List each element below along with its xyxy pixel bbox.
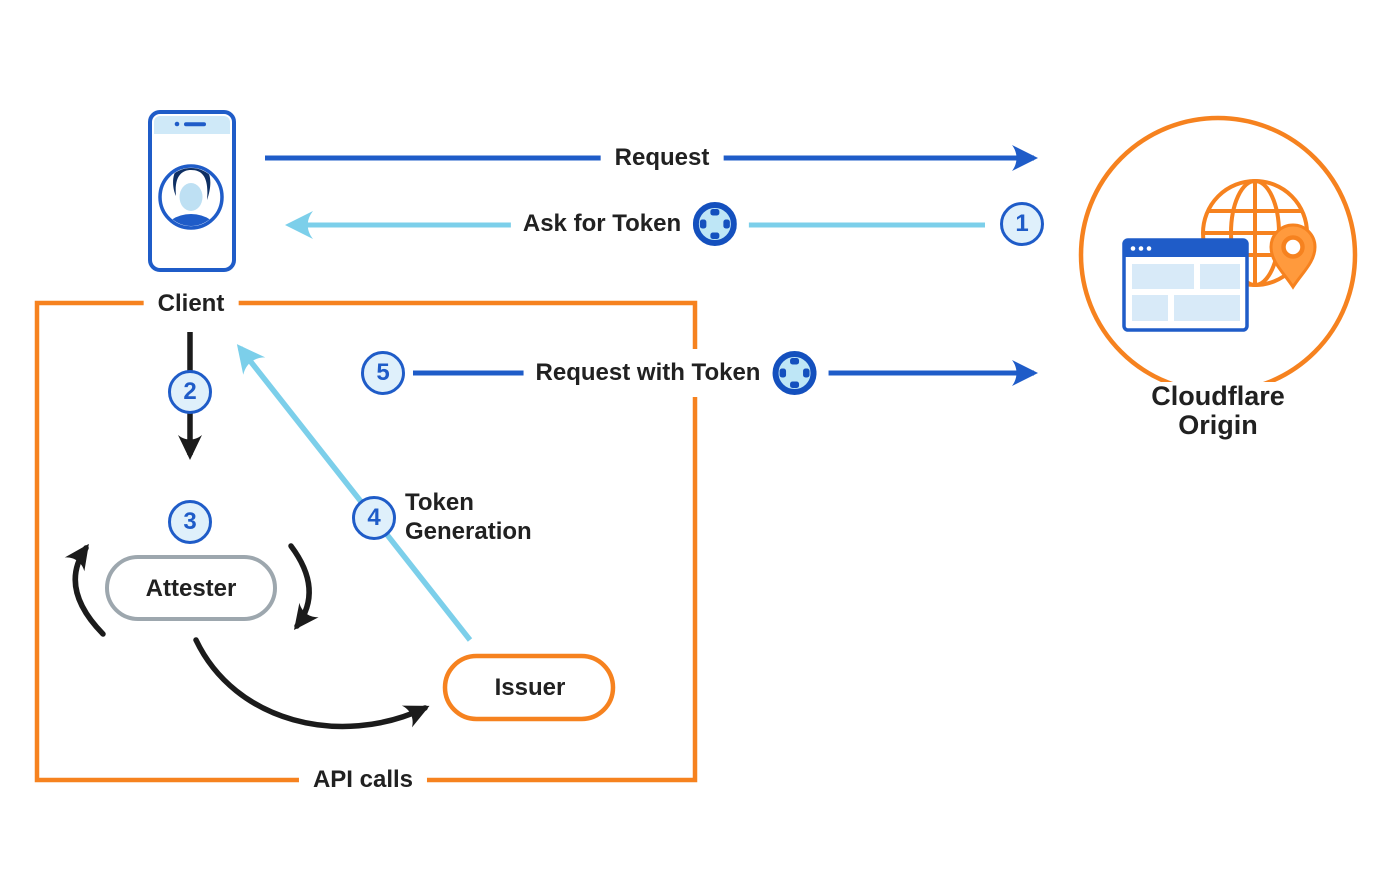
cloudflare-origin-line1: Cloudflare xyxy=(1151,381,1285,411)
issuer-label: Issuer xyxy=(494,674,566,701)
token-generation-arrow xyxy=(236,344,473,642)
token-generation-line1: Token xyxy=(405,489,474,516)
client-phone-icon xyxy=(148,110,236,272)
step-badge-3: 3 xyxy=(168,500,212,544)
token-icon xyxy=(772,351,817,395)
step-badge-2: 2 xyxy=(168,370,212,414)
request-with-token-label: Request with Token xyxy=(535,359,761,386)
location-pin-icon xyxy=(1269,223,1317,290)
attester-label: Attester xyxy=(145,575,237,602)
issuer-pill xyxy=(442,653,616,722)
attester-pill xyxy=(105,555,277,621)
token-generation-label: Token Generation xyxy=(405,488,532,546)
client-label: Client xyxy=(143,288,239,320)
token-generation-line2: Generation xyxy=(405,518,532,545)
attester-cycle-left-arrow xyxy=(64,543,106,637)
step-badge-4: 4 xyxy=(352,496,396,540)
token-icon xyxy=(693,202,738,246)
cloudflare-origin-line2: Origin xyxy=(1178,410,1258,440)
cloudflare-origin-label: Cloudflare Origin xyxy=(1143,382,1293,440)
step-badge-1: 1 xyxy=(1000,202,1044,246)
request-with-token-row: Request with Token xyxy=(523,349,829,397)
step-badge-5: 5 xyxy=(361,351,405,395)
api-calls-label: API calls xyxy=(298,764,428,796)
ask-for-token-label: Ask for Token xyxy=(522,210,682,237)
browser-window-icon xyxy=(1122,238,1249,332)
ask-for-token-row: Ask for Token xyxy=(510,200,750,248)
attester-cycle-right-arrow xyxy=(288,543,319,631)
attester-to-issuer-arrow xyxy=(193,637,430,730)
request-label: Request xyxy=(600,142,724,174)
